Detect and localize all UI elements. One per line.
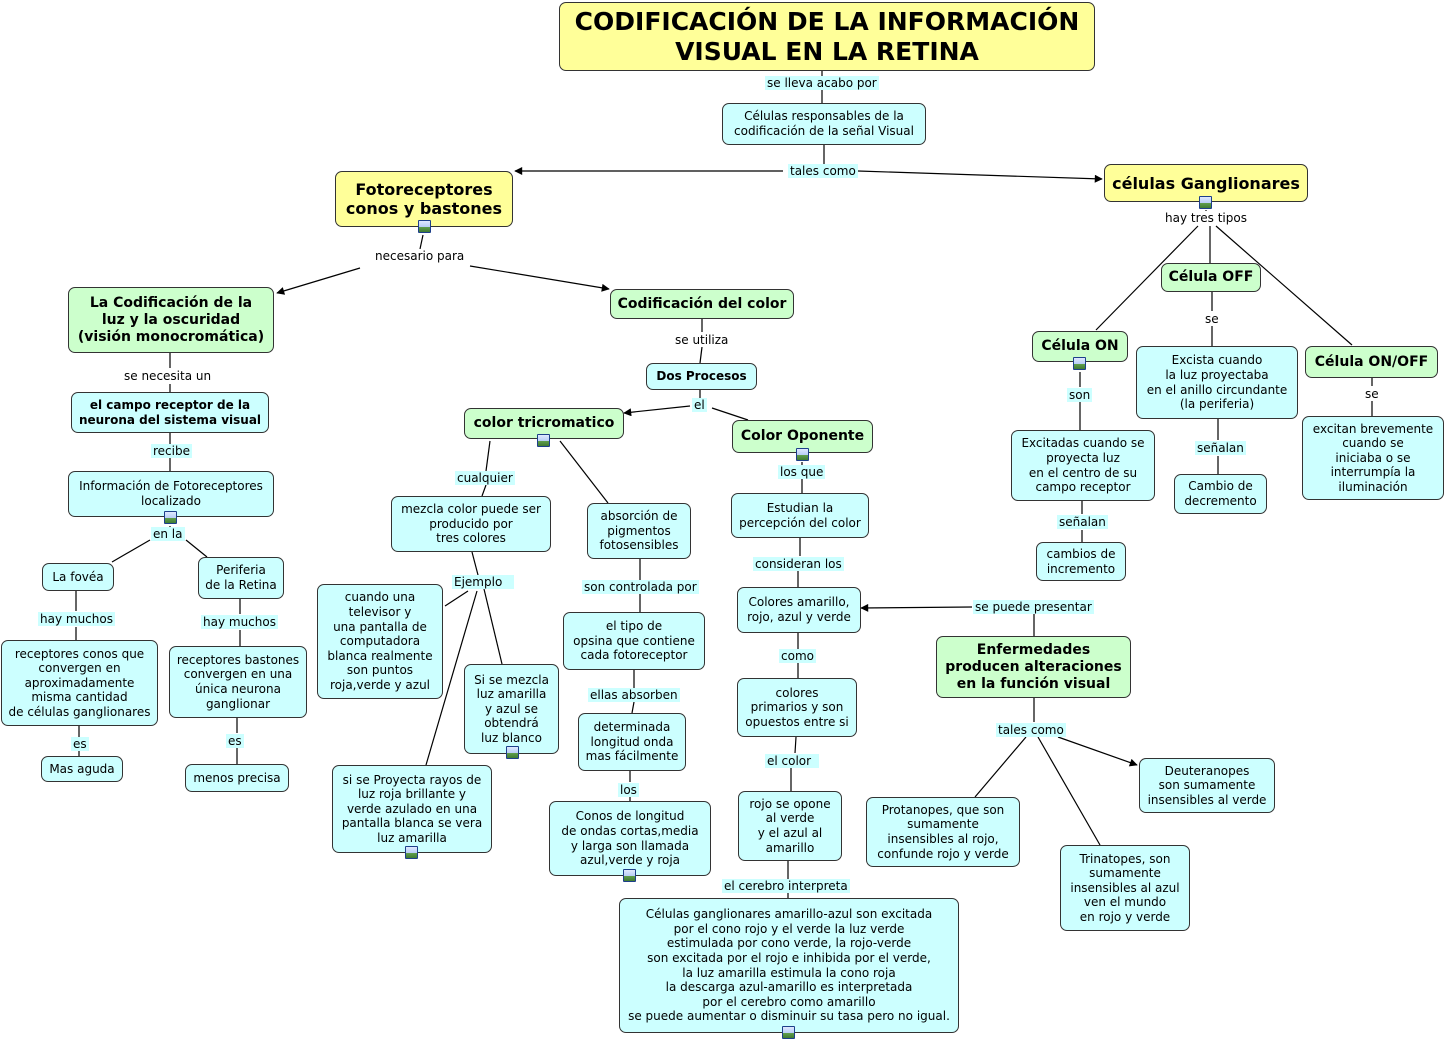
link-label: como [779, 649, 816, 663]
node-rojo-opone[interactable]: rojo se opone al verde y el azul al amar… [738, 791, 842, 861]
node-dos-procesos[interactable]: Dos Procesos [646, 363, 757, 390]
node-receptores-bastones[interactable]: receptores bastones convergen en una úni… [169, 646, 307, 718]
node-enfermedades[interactable]: Enfermedades producen alteraciones en la… [936, 636, 1131, 698]
node-ganglionares-texto[interactable]: Células ganglionares amarillo-azul son e… [619, 898, 959, 1033]
node-absorcion[interactable]: absorción de pigmentos fotosensibles [587, 503, 691, 559]
node-color-oponente[interactable]: Color Oponente [732, 420, 873, 453]
image-icon[interactable] [506, 746, 519, 759]
image-icon[interactable] [537, 434, 550, 447]
node-mezcla-color[interactable]: mezcla color puede ser producido por tre… [391, 496, 551, 552]
link-label: es [226, 734, 244, 748]
node-excista[interactable]: Excista cuando la luz proyectaba en el a… [1136, 346, 1298, 419]
node-colores-opuestos[interactable]: colores primarios y son opuestos entre s… [737, 678, 857, 737]
node-codificacion-color[interactable]: Codificación del color [610, 289, 794, 319]
node-longitud-onda[interactable]: determinada longitud onda mas fácilmente [578, 713, 686, 771]
node-fovea[interactable]: La fovéa [42, 563, 114, 591]
link-label: hay tres tipos [1163, 211, 1249, 225]
link-label: recibe [151, 444, 192, 458]
node-excitan-brevemente[interactable]: excitan brevemente cuando se iniciaba o … [1302, 416, 1444, 500]
link-label: consideran los [753, 557, 844, 571]
node-celulas-responsables[interactable]: Células responsables de la codificación … [722, 103, 926, 145]
node-mezcla-amarilla[interactable]: Si se mezcla luz amarilla y azul se obte… [464, 664, 559, 754]
link-label: es [71, 737, 89, 751]
node-opsina[interactable]: el tipo de opsina que contiene cada foto… [563, 612, 705, 670]
node-celula-on-off[interactable]: Célula ON/OFF [1305, 346, 1438, 378]
node-celulas-ganglionares[interactable]: células Ganglionares [1104, 164, 1308, 202]
node-periferia[interactable]: Periferia de la Retina [198, 557, 284, 599]
image-icon[interactable] [782, 1026, 795, 1039]
node-menos-precisa[interactable]: menos precisa [185, 764, 289, 792]
node-info-fotoreceptores[interactable]: Información de Fotoreceptores localizado [68, 471, 274, 517]
link-label: hay muchos [201, 615, 278, 629]
link-label: se utiliza [673, 333, 731, 347]
link-label: cualquier [455, 471, 515, 485]
node-cambios-incremento[interactable]: cambios de incremento [1036, 542, 1126, 581]
link-label: tales como [788, 164, 858, 178]
node-receptores-conos[interactable]: receptores conos que convergen en aproxi… [1, 640, 158, 726]
link-label: en la [151, 527, 185, 541]
node-fotoreceptores[interactable]: Fotoreceptores conos y bastones [335, 171, 513, 227]
link-label: se [1363, 387, 1381, 401]
link-label: se necesita un [122, 369, 214, 383]
link-label: el color [765, 754, 819, 768]
node-colores[interactable]: Colores amarillo, rojo, azul y verde [737, 587, 861, 633]
image-icon[interactable] [1199, 196, 1212, 209]
node-trinatopes[interactable]: Trinatopes, son sumamente insensibles al… [1060, 845, 1190, 931]
node-televisor[interactable]: cuando una televisor y una pantalla de c… [317, 584, 443, 699]
node-campo-receptor[interactable]: el campo receptor de la neurona del sist… [71, 392, 269, 433]
link-label: se puede presentar [973, 600, 1094, 614]
link-label: Ejemplo [452, 575, 514, 589]
link-label: los que [778, 465, 826, 479]
image-icon[interactable] [796, 448, 809, 461]
image-icon[interactable] [405, 846, 418, 859]
link-label: el cerebro interpreta [722, 879, 850, 893]
node-conos-longitud[interactable]: Conos de longitud de ondas cortas,media … [549, 801, 711, 876]
node-cambio-decremento[interactable]: Cambio de decremento [1174, 474, 1267, 514]
image-icon[interactable] [623, 869, 636, 882]
node-mas-aguda[interactable]: Mas aguda [41, 756, 123, 782]
node-proyecta-rayos[interactable]: si se Proyecta rayos de luz roja brillan… [332, 765, 492, 853]
title-node[interactable]: CODIFICACIÓN DE LA INFORMACIÓN VISUAL EN… [559, 2, 1095, 71]
image-icon[interactable] [1073, 357, 1086, 370]
link-label: necesario para [373, 249, 467, 263]
node-excitadas[interactable]: Excitadas cuando se proyecta luz en el c… [1011, 430, 1155, 501]
link-label: son controlada por [582, 580, 699, 594]
link-label: se lleva acabo por [765, 76, 879, 90]
image-icon[interactable] [164, 511, 177, 524]
link-label: el [692, 398, 707, 412]
link-label: hay muchos [38, 612, 115, 626]
link-label: señalan [1195, 441, 1246, 455]
link-label: ellas absorben [588, 688, 680, 702]
link-label: señalan [1057, 515, 1108, 529]
link-label: los [618, 783, 639, 797]
node-estudian[interactable]: Estudian la percepción del color [731, 493, 869, 538]
image-icon[interactable] [418, 220, 431, 233]
node-celula-off[interactable]: Célula OFF [1161, 263, 1261, 292]
link-label: se [1203, 312, 1221, 326]
node-protanopes[interactable]: Protanopes, que son sumamente insensible… [866, 797, 1020, 867]
link-label: tales como [996, 723, 1066, 737]
link-label: son [1067, 388, 1093, 402]
node-deuteranopes[interactable]: Deuteranopes son sumamente insensibles a… [1139, 758, 1275, 813]
node-codificacion-luz[interactable]: La Codificación de la luz y la oscuridad… [68, 287, 274, 353]
